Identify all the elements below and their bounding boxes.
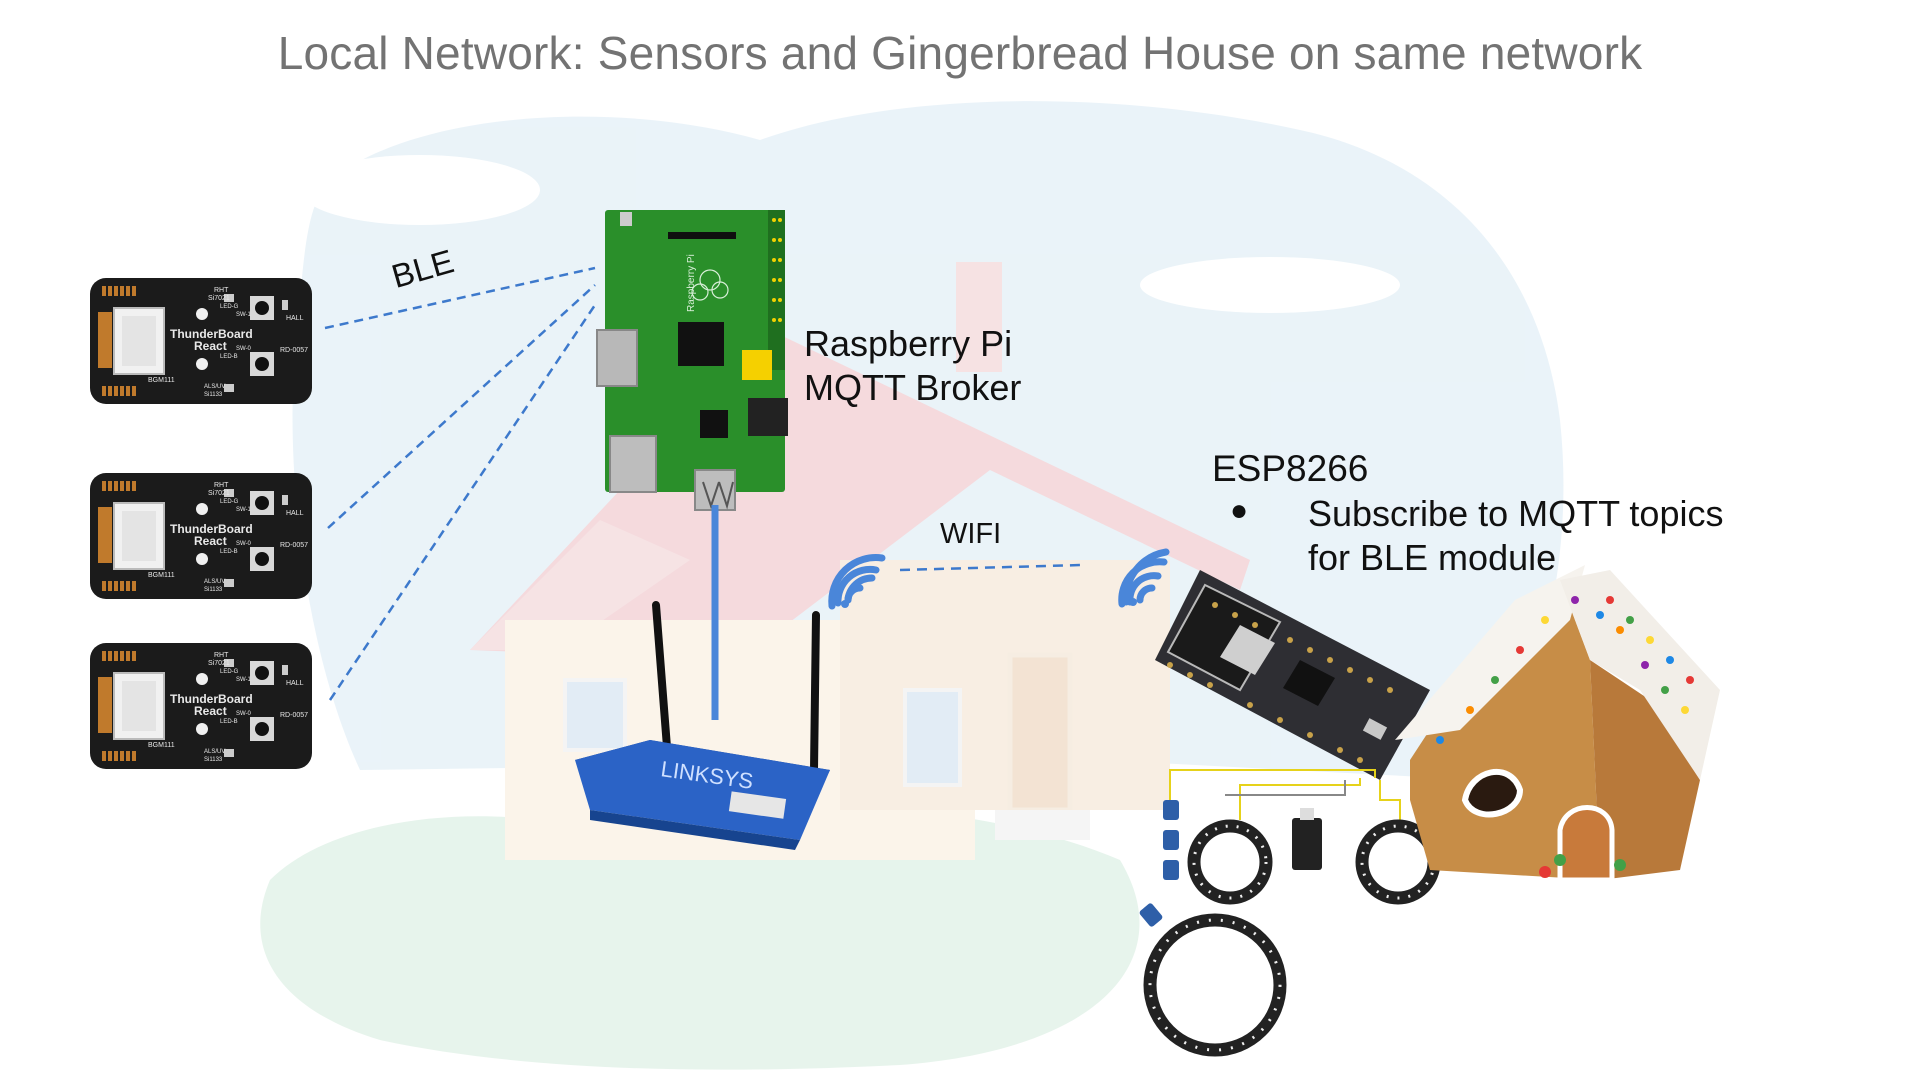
ble-link-1 [324, 266, 596, 330]
sensor-led-g-label: LED-G [220, 669, 239, 675]
wifi-icon-right [1118, 548, 1170, 608]
sensor-chip-label: BGM111 [148, 742, 175, 749]
sensor-rht-label: RHT [214, 482, 229, 489]
sensor-als-part-label: Si1133 [204, 392, 223, 398]
sensor-sw1-label: SW-1 [236, 677, 252, 683]
ble-link-2 [327, 284, 596, 529]
neopixel-ring-large [1143, 913, 1287, 1057]
raspberry-pi-label: Raspberry Pi MQTT Broker [804, 322, 1021, 410]
house-window-1 [563, 678, 627, 752]
sensor-hall-label: HALL [286, 315, 304, 322]
led-indicator [196, 358, 208, 370]
sensor-sw0-label: SW-0 [236, 711, 252, 717]
wiring [1169, 769, 1401, 830]
pi-chip-small [700, 410, 728, 438]
pi-rca-port [742, 350, 772, 380]
sensor-als-label: ALS/UV [204, 749, 225, 755]
sensor-sw0-label: SW-0 [236, 346, 252, 352]
sensor-part-label: RD-0057 [280, 542, 308, 549]
sensor-sw0-label: SW-0 [236, 541, 252, 547]
esp8266-label: ESP8266 [1212, 448, 1369, 489]
sensor-chip-label: BGM111 [148, 377, 175, 384]
sensor-name-label: ThunderBoard [170, 327, 253, 341]
sensor-part-label: RD-0057 [280, 712, 308, 719]
sensor-als-part-label: Si1133 [204, 587, 223, 593]
raspberry-pi-label-line2: MQTT Broker [804, 367, 1022, 408]
house-roof [470, 330, 1250, 660]
sensor-hall-label: HALL [286, 680, 304, 687]
wifi-router: LINKSYS [575, 601, 830, 850]
sensor-name-label: ThunderBoard [170, 522, 253, 536]
sensor-led-b-label: LED-B [220, 354, 238, 360]
gingerbread-window [1461, 769, 1524, 818]
sensor-rht-part-label: Si7021 [208, 490, 230, 497]
sensor-rht-label: RHT [214, 652, 229, 659]
esp-bullet-text: Subscribe to MQTT topics for BLE module [1308, 492, 1723, 580]
sensor-rht-label: RHT [214, 287, 229, 294]
sensor-name-label-2: React [194, 534, 227, 548]
sensor-board-group: RHTSi7021LED-GLED-BSW-1SW-0HALLThunderBo… [90, 278, 312, 769]
raspberry-pi-board: Raspberry Pi [596, 210, 788, 511]
house-left-roof [470, 520, 690, 650]
wifi-icon-left [828, 554, 886, 610]
sensor-chip-label: BGM111 [148, 572, 175, 579]
sensor-rht-part-label: Si7021 [208, 660, 230, 667]
led-indicator [196, 673, 208, 685]
sensor-als-label: ALS/UV [204, 579, 225, 585]
gingerbread-house [1395, 565, 1720, 883]
diagram-title: Local Network: Sensors and Gingerbread H… [277, 27, 1643, 79]
neopixel-ring-small-left [1187, 819, 1273, 905]
led-indicator [196, 553, 208, 565]
wifi-label: WIFI [940, 518, 1002, 550]
ble-connectors [324, 266, 597, 701]
esp8266-board [1155, 570, 1430, 780]
sensor-led-g-label: LED-G [220, 304, 239, 310]
house-steps [995, 810, 1090, 840]
sensor-name-label-2: React [194, 339, 227, 353]
pi-soc-chip [678, 322, 724, 366]
servo-motor [1292, 808, 1322, 870]
pi-ethernet-port [609, 435, 657, 493]
sensor-name-label: ThunderBoard [170, 692, 253, 706]
ble-link-3 [328, 304, 597, 701]
sensor-sw1-label: SW-1 [236, 312, 252, 318]
led-indicator [196, 308, 208, 320]
grass-blob [260, 806, 1140, 1070]
house-window-2 [903, 688, 962, 787]
led-indicator [196, 503, 208, 515]
sensor-led-b-label: LED-B [220, 549, 238, 555]
sensor-als-part-label: Si1133 [204, 757, 223, 763]
sensor-part-label: RD-0057 [280, 347, 308, 354]
pi-audio-port [748, 398, 788, 436]
house-wall-right [840, 560, 1170, 810]
esp-bullet-line1: Subscribe to MQTT topics [1308, 493, 1724, 534]
wifi-link [899, 563, 1083, 572]
sensor-hall-label: HALL [286, 510, 304, 517]
neopixel-strip [1139, 800, 1179, 927]
pi-hdmi-port [596, 329, 638, 387]
sensor-sw1-label: SW-1 [236, 507, 252, 513]
sensor-rht-part-label: Si7021 [208, 295, 230, 302]
esp-bullet-line2: for BLE module [1308, 537, 1557, 578]
house-chimney [956, 262, 1002, 372]
pi-board-label: Raspberry Pi [686, 254, 697, 312]
sensor-name-label-2: React [194, 704, 227, 718]
sensor-led-g-label: LED-G [220, 499, 239, 505]
sensor-led-b-label: LED-B [220, 719, 238, 725]
bullet-icon: ● [1230, 494, 1249, 527]
led-indicator [196, 723, 208, 735]
raspberry-pi-label-line1: Raspberry Pi [804, 323, 1013, 364]
gingerbread-door [1557, 805, 1615, 883]
background-scene [260, 101, 1564, 1070]
sensor-als-label: ALS/UV [204, 384, 225, 390]
house-door [1007, 652, 1073, 813]
pi-usb-port [694, 469, 736, 511]
candy-dots [1436, 596, 1694, 878]
